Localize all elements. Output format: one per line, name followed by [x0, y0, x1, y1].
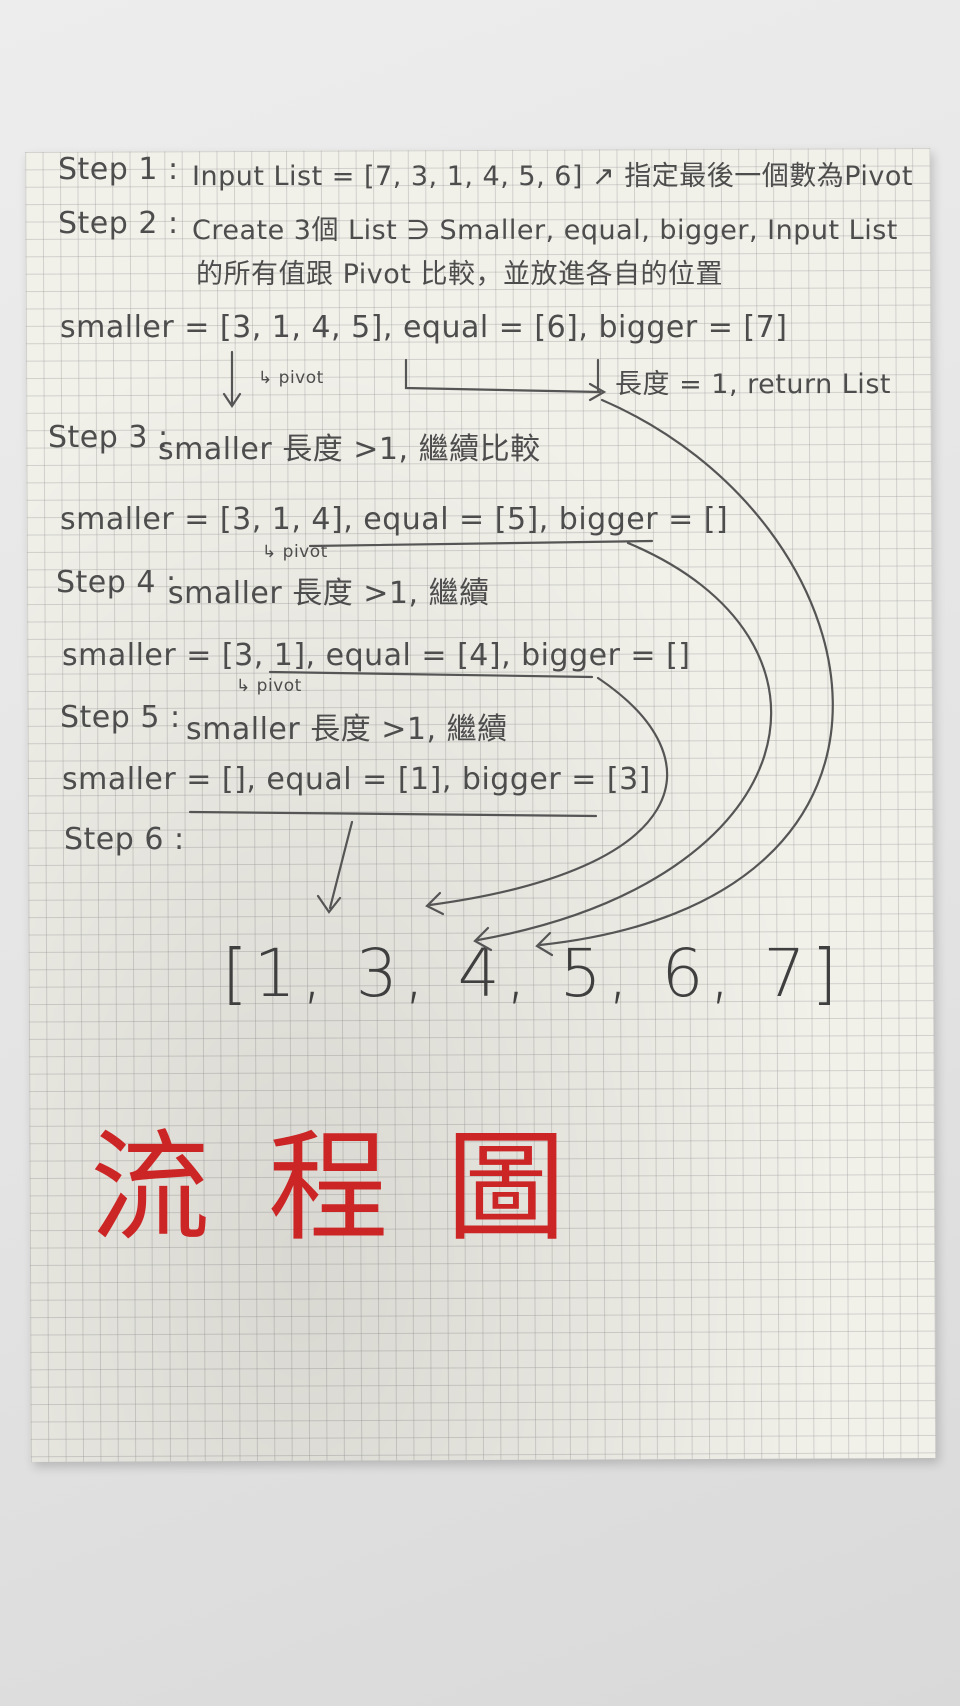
- step5-label: Step 5 :: [60, 700, 181, 735]
- curve-arrow-3-head: [535, 931, 554, 957]
- curve-arrow-2: [476, 541, 773, 942]
- underline-2: [308, 539, 654, 548]
- underline-3: [268, 670, 594, 679]
- curve-arrow-1: [428, 676, 668, 907]
- step4-text: smaller 長度 >1, 繼續: [168, 576, 490, 611]
- step2-label: Step 2 :: [58, 206, 179, 241]
- step4-label: Step 4 :: [56, 565, 177, 600]
- underline-4: [188, 810, 598, 818]
- pivot-note-3: ↳ pivot: [236, 676, 302, 696]
- step3-label: Step 3 :: [48, 420, 169, 455]
- sorted-result: [1, 3, 4, 5, 6, 7]: [222, 935, 844, 1012]
- curve-arrow-2-head: [473, 926, 493, 952]
- step2-text-line2: 的所有值跟 Pivot 比較，並放進各自的位置: [196, 259, 723, 290]
- pivot-note-1: ↳ pivot: [258, 368, 324, 388]
- partition-2: smaller = [3, 1, 4], equal = [5], bigger…: [60, 502, 729, 537]
- step1-label: Step 1 :: [58, 152, 179, 187]
- down-arrow-6: [316, 820, 354, 914]
- return-arrow-head: [588, 382, 607, 402]
- partition-1: smaller = [3, 1, 4, 5], equal = [6], big…: [60, 310, 788, 345]
- down-arrow-1: [222, 350, 242, 408]
- return-bracket: [404, 358, 602, 394]
- step2-text: Create 3個 List ∋ Smaller, equal, bigger,…: [192, 215, 898, 246]
- partition-4: smaller = [], equal = [1], bigger = [3]: [62, 762, 651, 797]
- curve-arrow-1-head: [425, 891, 445, 916]
- length-note: 長度 = 1, return List: [615, 369, 891, 400]
- flowchart-title: 流程圖: [90, 1119, 624, 1258]
- curve-arrow-3: [538, 398, 834, 947]
- step3-text: smaller 長度 >1, 繼續比較: [158, 432, 541, 467]
- step5-text: smaller 長度 >1, 繼續: [186, 712, 508, 747]
- step1-text: Input List = [7, 3, 1, 4, 5, 6] ↗ 指定最後一個…: [192, 161, 914, 192]
- partition-3: smaller = [3, 1], equal = [4], bigger = …: [62, 638, 691, 673]
- step6-label: Step 6 :: [64, 822, 185, 857]
